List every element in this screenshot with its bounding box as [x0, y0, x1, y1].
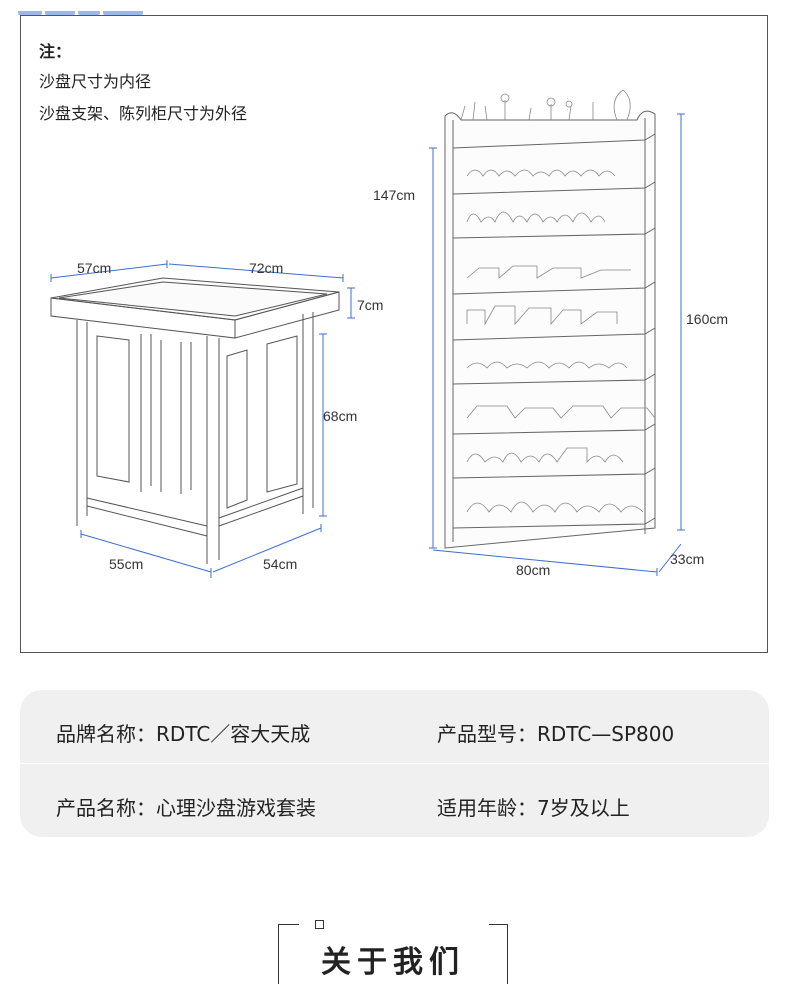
product-name: 产品名称：心理沙盘游戏套装 [56, 796, 316, 820]
sand-table-sketch [50, 277, 340, 564]
about-us-heading: 关于我们 [278, 920, 508, 984]
top-decor-strip [18, 0, 168, 15]
model-number: 产品型号：RDTC—SP800 [437, 722, 675, 746]
suitable-age: 适用年龄：7岁及以上 [437, 796, 630, 820]
about-square-ornament [315, 920, 324, 929]
info-divider [20, 763, 769, 764]
brand-name: 品牌名称：RDTC／容大天成 [56, 722, 311, 746]
about-us-title: 关于我们 [321, 945, 465, 980]
dimension-lines [50, 113, 685, 578]
dim-cabinet-inner-height: 147cm [373, 187, 416, 203]
display-cabinet-sketch [444, 89, 656, 549]
dim-base-front: 55cm [109, 556, 144, 572]
dim-cabinet-depth: 33cm [670, 551, 705, 567]
furniture-line-drawing [50, 89, 685, 578]
note-line-2: 沙盘支架、陈列柜尺寸为外径 [39, 104, 248, 123]
note-line-1: 沙盘尺寸为内径 [39, 72, 152, 91]
dim-base-side: 54cm [263, 556, 298, 572]
dim-tray-height: 7cm [357, 297, 384, 313]
dim-table-height: 68cm [323, 408, 358, 424]
note-title: 注： [39, 42, 72, 61]
product-info-card: 品牌名称：RDTC／容大天成 产品型号：RDTC—SP800 产品名称：心理沙盘… [20, 690, 769, 837]
info-row: 品牌名称：RDTC／容大天成 产品型号：RDTC—SP800 [20, 690, 769, 763]
about-frame-gap [299, 923, 489, 927]
dim-cabinet-height: 160cm [686, 311, 729, 327]
dim-table-length: 72cm [249, 260, 284, 276]
dim-cabinet-width: 80cm [516, 562, 551, 578]
dim-table-width: 57cm [77, 260, 112, 276]
info-row: 产品名称：心理沙盘游戏套装 适用年龄：7岁及以上 [20, 764, 769, 837]
dimension-diagram-frame: 注： 沙盘尺寸为内径 沙盘支架、陈列柜尺寸为外径 [20, 15, 768, 653]
